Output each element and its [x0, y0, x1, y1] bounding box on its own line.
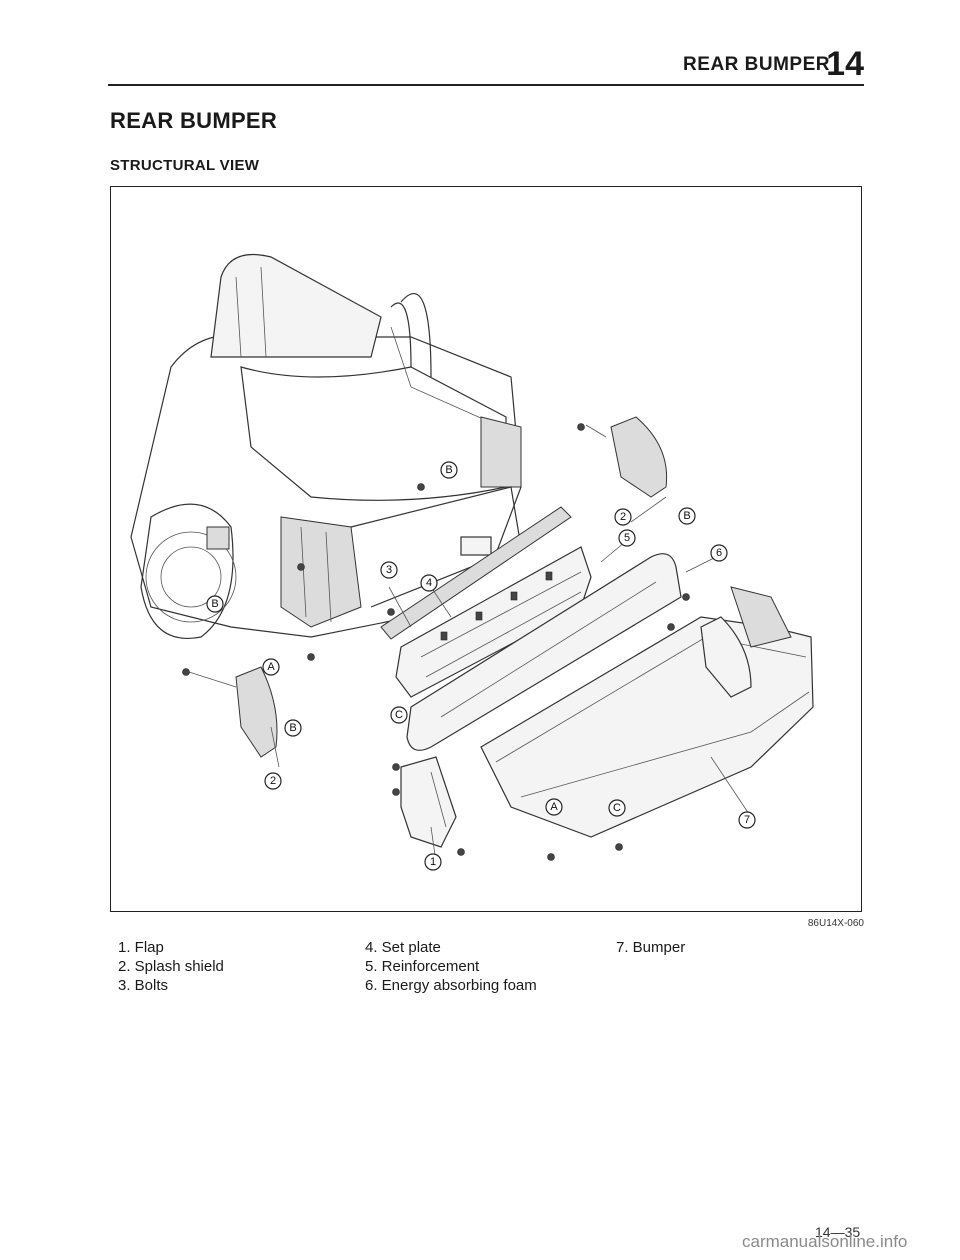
legend-item: 7. Bumper	[616, 939, 686, 956]
svg-text:B: B	[683, 510, 690, 522]
svg-text:C: C	[613, 802, 621, 814]
page-number: 14—35	[815, 1224, 861, 1240]
svg-text:A: A	[267, 661, 275, 673]
callout-5: 5	[618, 529, 636, 547]
svg-text:6: 6	[716, 547, 722, 559]
flap-part	[400, 756, 457, 848]
callout-B-left: B	[284, 719, 302, 737]
legend-column-2: 4. Set plate 5. Reinforcement 6. Energy …	[365, 938, 537, 995]
svg-text:B: B	[211, 598, 218, 610]
callout-B-car: B	[206, 595, 224, 613]
svg-text:3: 3	[386, 564, 392, 576]
svg-text:4: 4	[426, 577, 432, 589]
callout-6: 6	[710, 544, 728, 562]
svg-text:2: 2	[620, 511, 626, 523]
callout-4: 4	[420, 574, 438, 592]
legend-column-3: 7. Bumper	[616, 938, 685, 957]
callout-3: 3	[380, 561, 398, 579]
legend-column-1: 1. Flap 2. Splash shield 3. Bolts	[118, 938, 224, 995]
figure-code: 86U14X-060	[807, 918, 864, 929]
callout-A-left: A	[262, 658, 280, 676]
chapter-number: 14	[826, 45, 864, 83]
callout-B-top: B	[440, 461, 458, 479]
section-title: REAR BUMPER	[110, 108, 278, 133]
svg-text:C: C	[395, 709, 403, 721]
running-header: REAR BUMPER 14	[108, 44, 864, 86]
energy-absorbing-foam-part	[406, 553, 682, 751]
exploded-diagram: 1 2 2 3 4 5 6 7 A A B B	[130, 253, 814, 871]
callout-B-right: B	[678, 507, 696, 525]
reinforcement-part	[380, 506, 592, 698]
structural-view-figure: 1 2 2 3 4 5 6 7 A A B B	[110, 186, 862, 912]
callout-A-bottom: A	[545, 798, 563, 816]
callout-1: 1	[424, 853, 442, 871]
svg-text:1: 1	[430, 856, 436, 868]
svg-text:7: 7	[744, 814, 750, 826]
svg-text:A: A	[550, 801, 558, 813]
callout-2-right: 2	[614, 508, 632, 526]
legend-item: 3. Bolts	[118, 977, 169, 994]
svg-text:B: B	[445, 464, 452, 476]
legend-item: 1. Flap	[118, 939, 164, 956]
svg-text:2: 2	[270, 775, 276, 787]
splash-shield-parts	[235, 416, 752, 758]
callout-C-bottom: C	[608, 799, 626, 817]
svg-text:B: B	[289, 722, 296, 734]
svg-text:5: 5	[624, 532, 630, 544]
watermark: carmanualsonline.info	[742, 1232, 908, 1251]
legend-item: 4. Set plate	[365, 939, 441, 956]
car-body-drawing	[130, 253, 522, 639]
legend-item: 2. Splash shield	[118, 958, 224, 975]
subsection-title: STRUCTURAL VIEW	[110, 157, 260, 174]
bolt-icons	[182, 423, 690, 861]
legend-item: 6. Energy absorbing foam	[365, 977, 537, 994]
callout-C-left: C	[390, 706, 408, 724]
legend-item: 5. Reinforcement	[365, 958, 480, 975]
callout-2-left: 2	[264, 772, 282, 790]
running-title: REAR BUMPER	[683, 54, 830, 75]
callout-7: 7	[738, 811, 756, 829]
